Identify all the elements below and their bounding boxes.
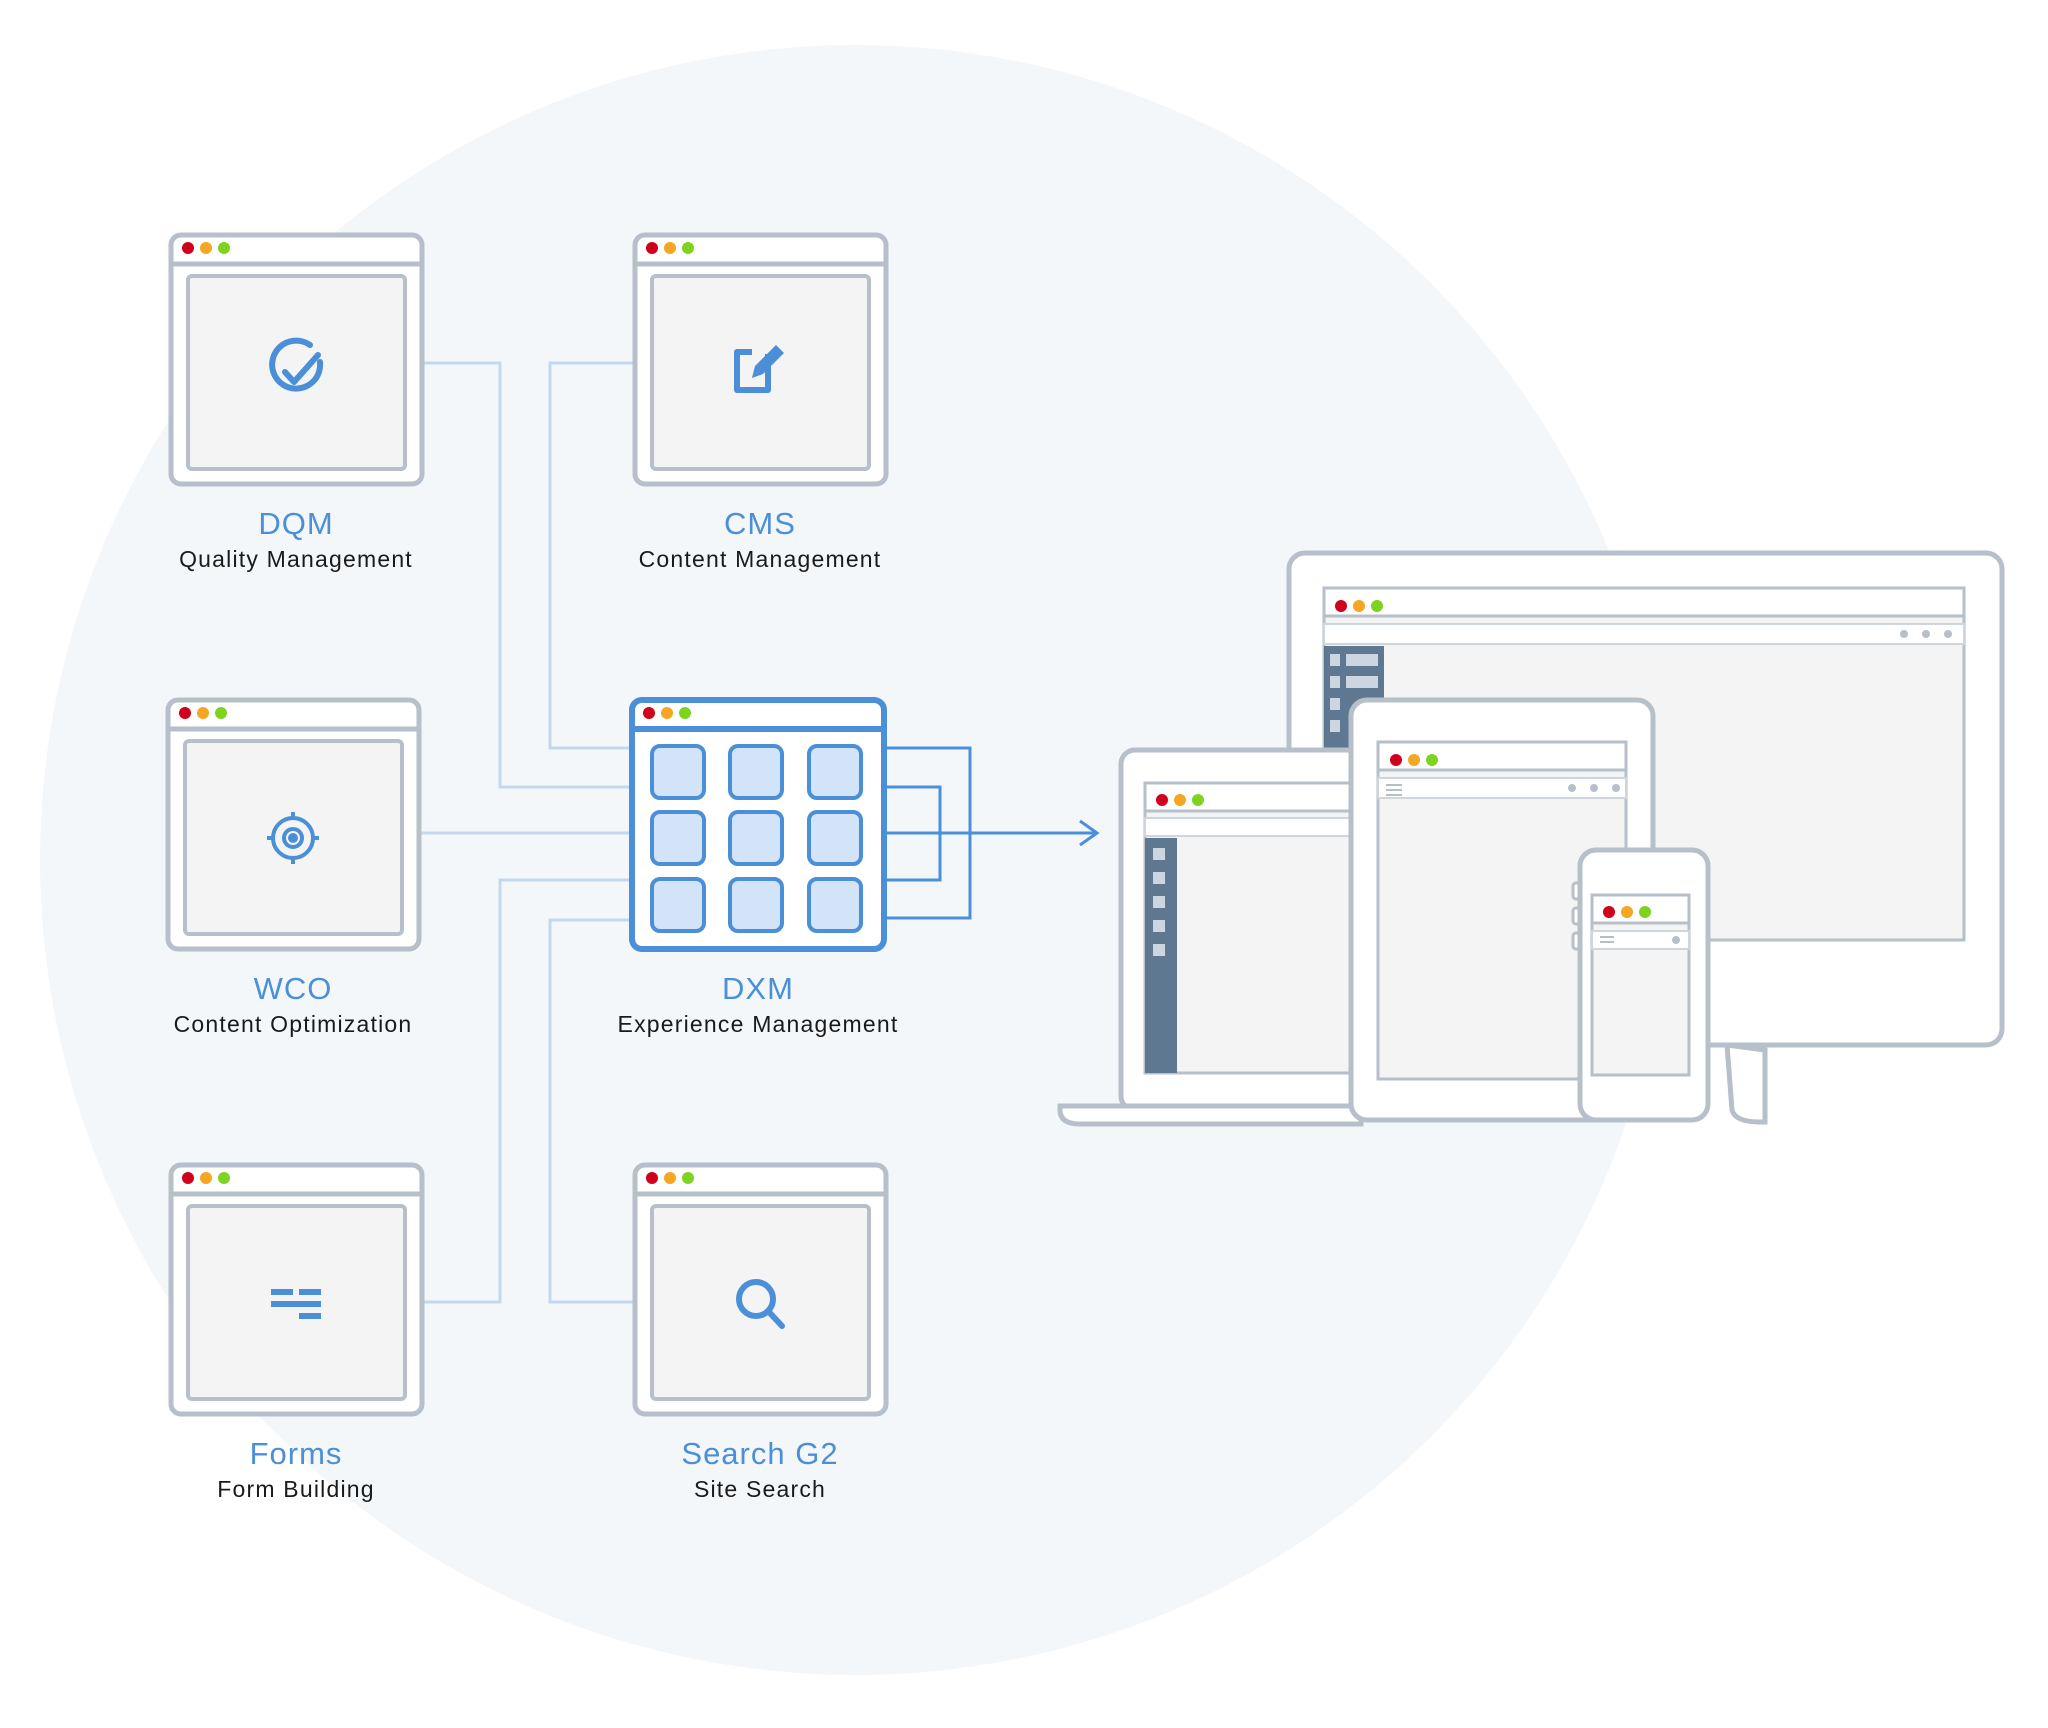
connector-search bbox=[548, 918, 635, 1304]
module-name: WCO bbox=[253, 971, 333, 1006]
form-lines-icon bbox=[271, 1289, 321, 1319]
window-cms bbox=[632, 232, 889, 487]
connector-cms bbox=[548, 361, 635, 750]
label-wco: WCO Content Optimization bbox=[93, 971, 493, 1041]
module-name: DXM bbox=[722, 971, 794, 1006]
module-name: CMS bbox=[724, 506, 796, 541]
search-icon bbox=[736, 1279, 785, 1329]
grid-icon bbox=[650, 744, 863, 933]
module-description: Experience Management bbox=[617, 1011, 899, 1037]
window-forms bbox=[168, 1162, 425, 1417]
module-description: Content Management bbox=[638, 546, 882, 572]
dxm-output-lines bbox=[884, 746, 1100, 920]
target-icon bbox=[267, 812, 319, 864]
module-name: Forms bbox=[249, 1436, 343, 1471]
label-cms: CMS Content Management bbox=[560, 506, 960, 576]
connector-forms bbox=[422, 878, 632, 1304]
module-name: DQM bbox=[258, 506, 334, 541]
label-forms: Forms Form Building bbox=[96, 1436, 496, 1506]
edit-icon bbox=[734, 345, 784, 393]
window-search bbox=[632, 1162, 889, 1417]
window-wco bbox=[165, 697, 422, 952]
check-circle-icon bbox=[269, 337, 324, 392]
window-dxm bbox=[629, 697, 887, 952]
label-dxm: DXM Experience Management bbox=[558, 971, 958, 1041]
module-description: Site Search bbox=[693, 1476, 827, 1502]
connector-dqm bbox=[422, 361, 632, 789]
module-description: Content Optimization bbox=[173, 1011, 413, 1037]
label-dqm: DQM Quality Management bbox=[96, 506, 496, 576]
connector-lines bbox=[418, 361, 635, 1304]
phone-illustration bbox=[1571, 847, 1711, 1123]
label-search: Search G2 Site Search bbox=[560, 1436, 960, 1506]
module-name: Search G2 bbox=[681, 1436, 839, 1471]
module-description: Quality Management bbox=[179, 546, 413, 572]
module-description: Form Building bbox=[217, 1476, 375, 1502]
window-dqm bbox=[168, 232, 425, 487]
